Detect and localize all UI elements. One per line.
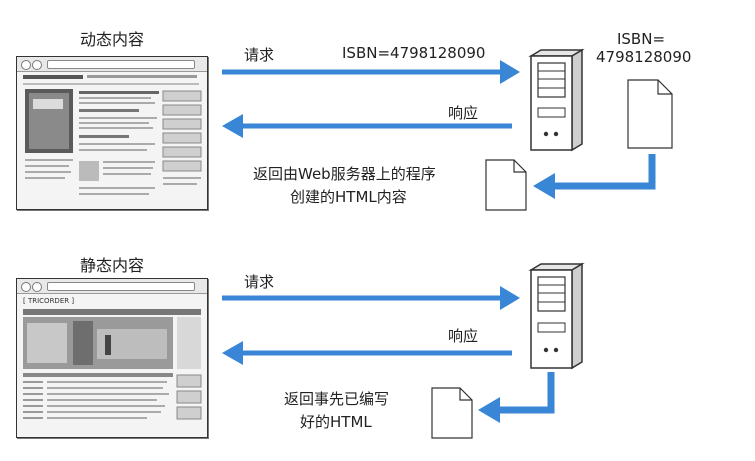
back-icon — [21, 60, 31, 70]
static-page-thumbnail — [23, 309, 202, 420]
dynamic-return-line2: 创建的HTML内容 — [290, 188, 407, 206]
static-browser-window-icon: [ TRICORDER ] — [16, 278, 208, 438]
dynamic-page-thumbnail — [23, 75, 202, 195]
static-content-title: 静态内容 — [80, 256, 145, 275]
isbn-document-icon — [627, 79, 673, 149]
dynamic-server-icon — [528, 48, 585, 152]
static-return-line1: 返回事先已编写 — [284, 390, 390, 408]
dynamic-html-document-icon — [485, 159, 527, 211]
dynamic-request-arrow — [222, 60, 520, 84]
dynamic-return-line1: 返回由Web服务器上的程序 — [253, 165, 436, 183]
static-return-arrow — [478, 372, 555, 423]
isbn-file-line2: 4798128090 — [596, 48, 692, 66]
address-bar — [47, 60, 195, 69]
back-icon — [21, 282, 31, 292]
isbn-file-label: ISBN= 4798128090 — [596, 30, 692, 66]
static-response-arrow — [222, 341, 512, 365]
static-server-icon — [528, 262, 585, 370]
dynamic-return-arrow — [533, 154, 656, 199]
static-site-name: [ TRICORDER ] — [23, 297, 75, 305]
static-request-label: 请求 — [244, 273, 275, 291]
dynamic-isbn-request: ISBN=4798128090 — [342, 44, 486, 62]
address-bar — [47, 282, 195, 291]
static-html-document-icon — [431, 387, 473, 439]
dynamic-browser-window-icon — [16, 56, 208, 210]
forward-icon — [32, 60, 42, 70]
static-return-line2: 好的HTML — [300, 413, 372, 431]
dynamic-response-label: 响应 — [448, 104, 479, 122]
forward-icon — [32, 282, 42, 292]
browser-toolbar — [17, 279, 207, 294]
static-response-label: 响应 — [448, 327, 479, 345]
dynamic-request-label: 请求 — [244, 46, 275, 64]
isbn-file-line1: ISBN= — [616, 30, 666, 48]
dynamic-response-arrow — [222, 114, 512, 138]
dynamic-content-title: 动态内容 — [80, 30, 145, 49]
site-name-text: TRICORDER — [27, 297, 70, 305]
browser-toolbar — [17, 57, 207, 72]
static-request-arrow — [222, 286, 520, 310]
